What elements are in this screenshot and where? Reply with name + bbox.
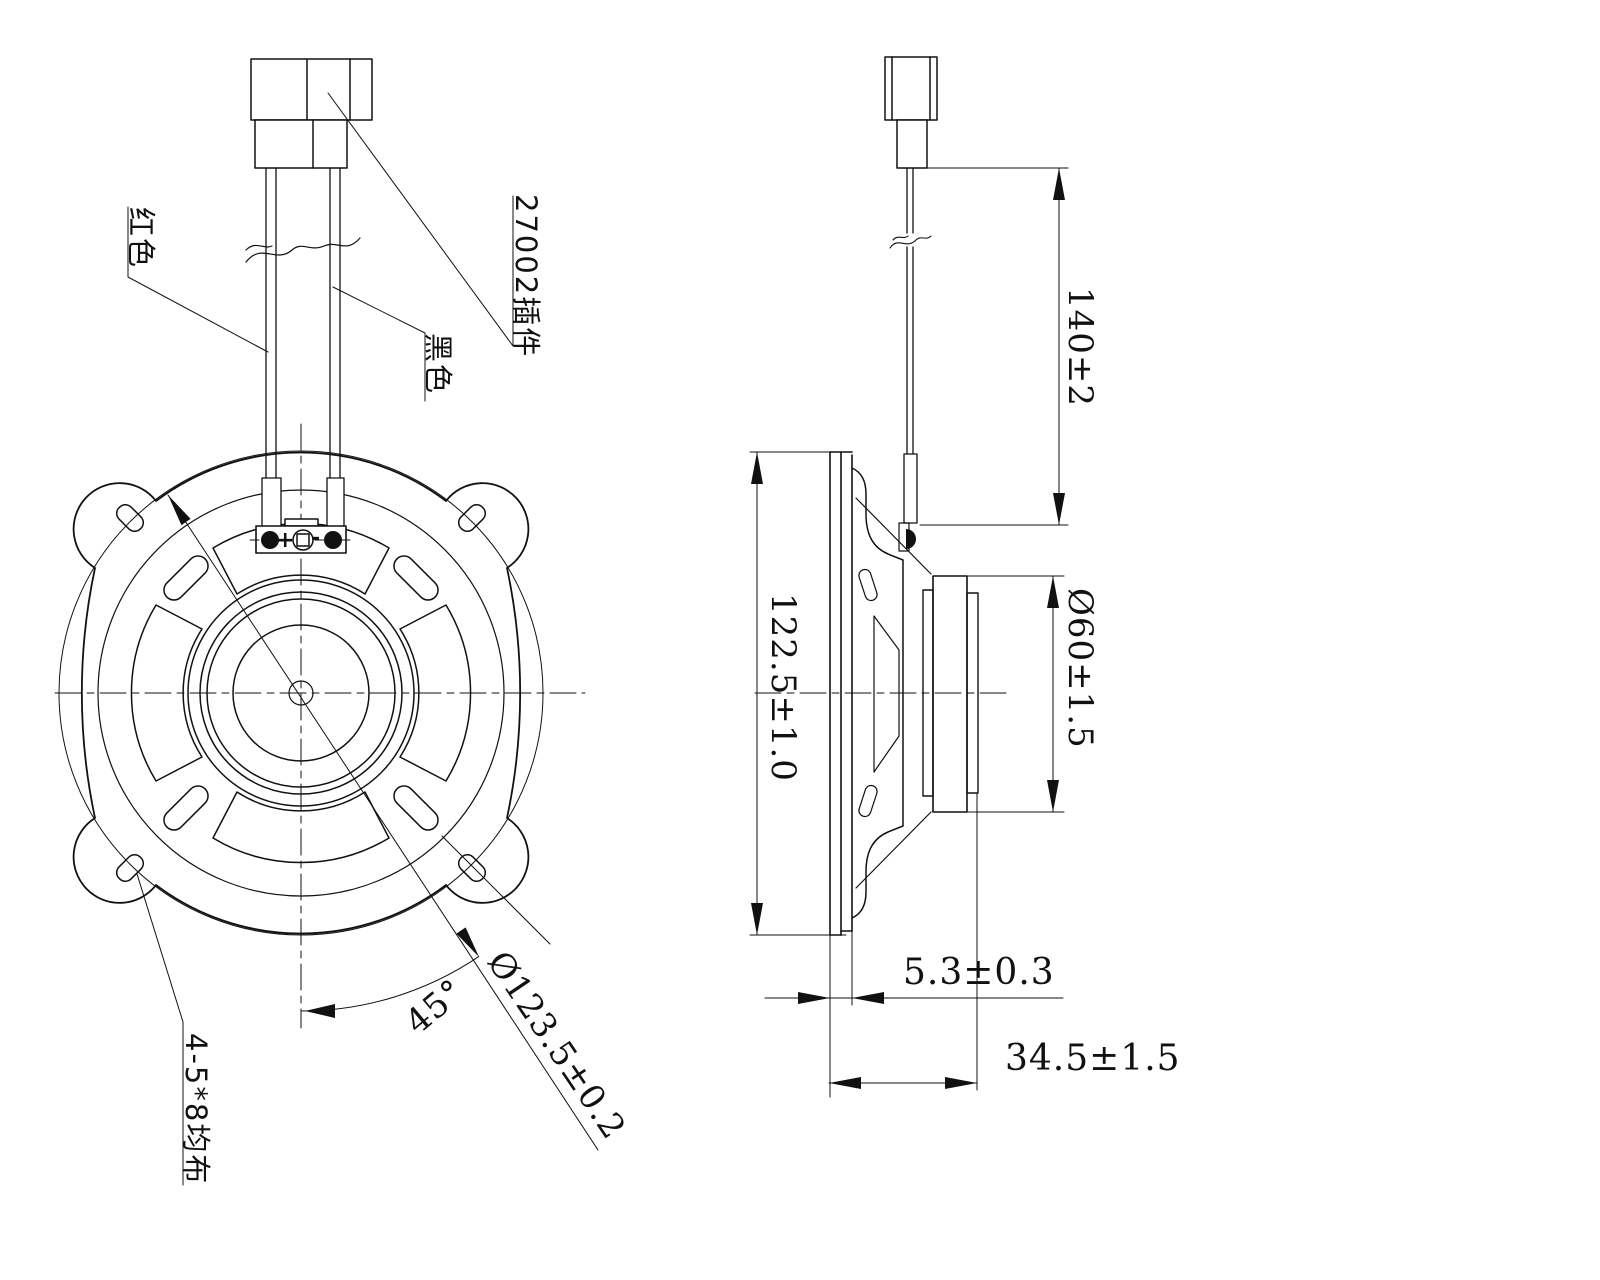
- wire-break-front2: [245, 244, 273, 251]
- terminal-minus-mark: -: [311, 526, 321, 551]
- label-mounting-holes: 4-5*8均布: [179, 1033, 213, 1186]
- center-hole-circle: [288, 680, 314, 706]
- bolt-dim-arrow-upper: [168, 495, 191, 526]
- lead-wire-side: [906, 167, 914, 455]
- cone-edge-top: [855, 497, 932, 575]
- label-connector: 27002插件: [509, 194, 543, 359]
- leader-mounting-holes: [136, 873, 184, 1186]
- bolt-dim-arrow-lower: [456, 927, 479, 957]
- magnet: [932, 575, 968, 813]
- cone-edge-circle: [206, 598, 396, 788]
- dim-flange-thickness: 5.3±0.3: [903, 952, 1055, 993]
- vent-slot-se: [393, 785, 439, 831]
- se-hole-centerline: [441, 835, 551, 945]
- label-black-wire: 黑色: [421, 333, 455, 396]
- terminal-lug-positive: [261, 531, 279, 549]
- wire-break-side: [889, 235, 932, 249]
- bolt-circle: [58, 450, 544, 936]
- terminal-block: [249, 518, 353, 554]
- cone-edge-bottom: [855, 811, 932, 889]
- dim-frame-size: 122.5±1.0: [763, 593, 803, 782]
- leader-red-wire: [127, 206, 269, 353]
- vent-slot-nw: [163, 555, 209, 601]
- terminal-lug-side: [906, 529, 916, 549]
- leader-black-wire: [332, 286, 426, 402]
- dust-cap-circle: [232, 624, 370, 762]
- label-red-wire: 红色: [124, 207, 158, 270]
- vent-slot-sw: [163, 785, 209, 831]
- flange-side: [829, 451, 853, 936]
- angle-dim-arrow: [305, 1004, 335, 1018]
- mounting-hole-nw: [115, 503, 145, 533]
- wire-ferrule-side: [903, 453, 918, 524]
- leader-connector: [327, 92, 514, 347]
- side-view: [749, 56, 1069, 1098]
- basket-window-side: [873, 615, 900, 773]
- lead-wires-front: [265, 167, 341, 479]
- wire-break-side2: [892, 235, 909, 241]
- connector-side: [884, 56, 938, 169]
- surround-outer-circle: [187, 579, 415, 807]
- basket-profile-side: [851, 467, 904, 919]
- flange-inner-circle: [97, 489, 505, 897]
- dim-magnet-diameter: Ø60±1.5: [1060, 588, 1100, 749]
- wire-ferrule-left: [261, 477, 282, 528]
- vent-slot-ne: [393, 555, 439, 601]
- dim-total-depth: 34.5±1.5: [1005, 1038, 1181, 1079]
- connector-front: [250, 58, 373, 169]
- mounting-hole-ne: [457, 503, 487, 533]
- terminal-lug-negative: [324, 531, 342, 549]
- dimension-arrows: [751, 168, 1065, 1089]
- vent-slot-side-bottom: [858, 784, 878, 818]
- magnet-back-plate: [966, 592, 979, 794]
- terminal-center-eyelet: [292, 529, 314, 551]
- dim-wire-length: 140±2: [1060, 287, 1100, 408]
- surround-mid-circle: [199, 591, 403, 795]
- terminal-plus-mark: +: [276, 528, 295, 553]
- mounting-hole-se: [457, 853, 487, 883]
- front-view: [54, 58, 599, 1186]
- bolt-dim-line: [167, 494, 599, 1151]
- vent-slot-side-top: [858, 568, 878, 602]
- wire-break-front: [245, 237, 361, 263]
- mounting-hole-sw: [115, 853, 145, 883]
- wire-ferrule-right: [326, 477, 345, 528]
- flange-outline: [72, 451, 530, 935]
